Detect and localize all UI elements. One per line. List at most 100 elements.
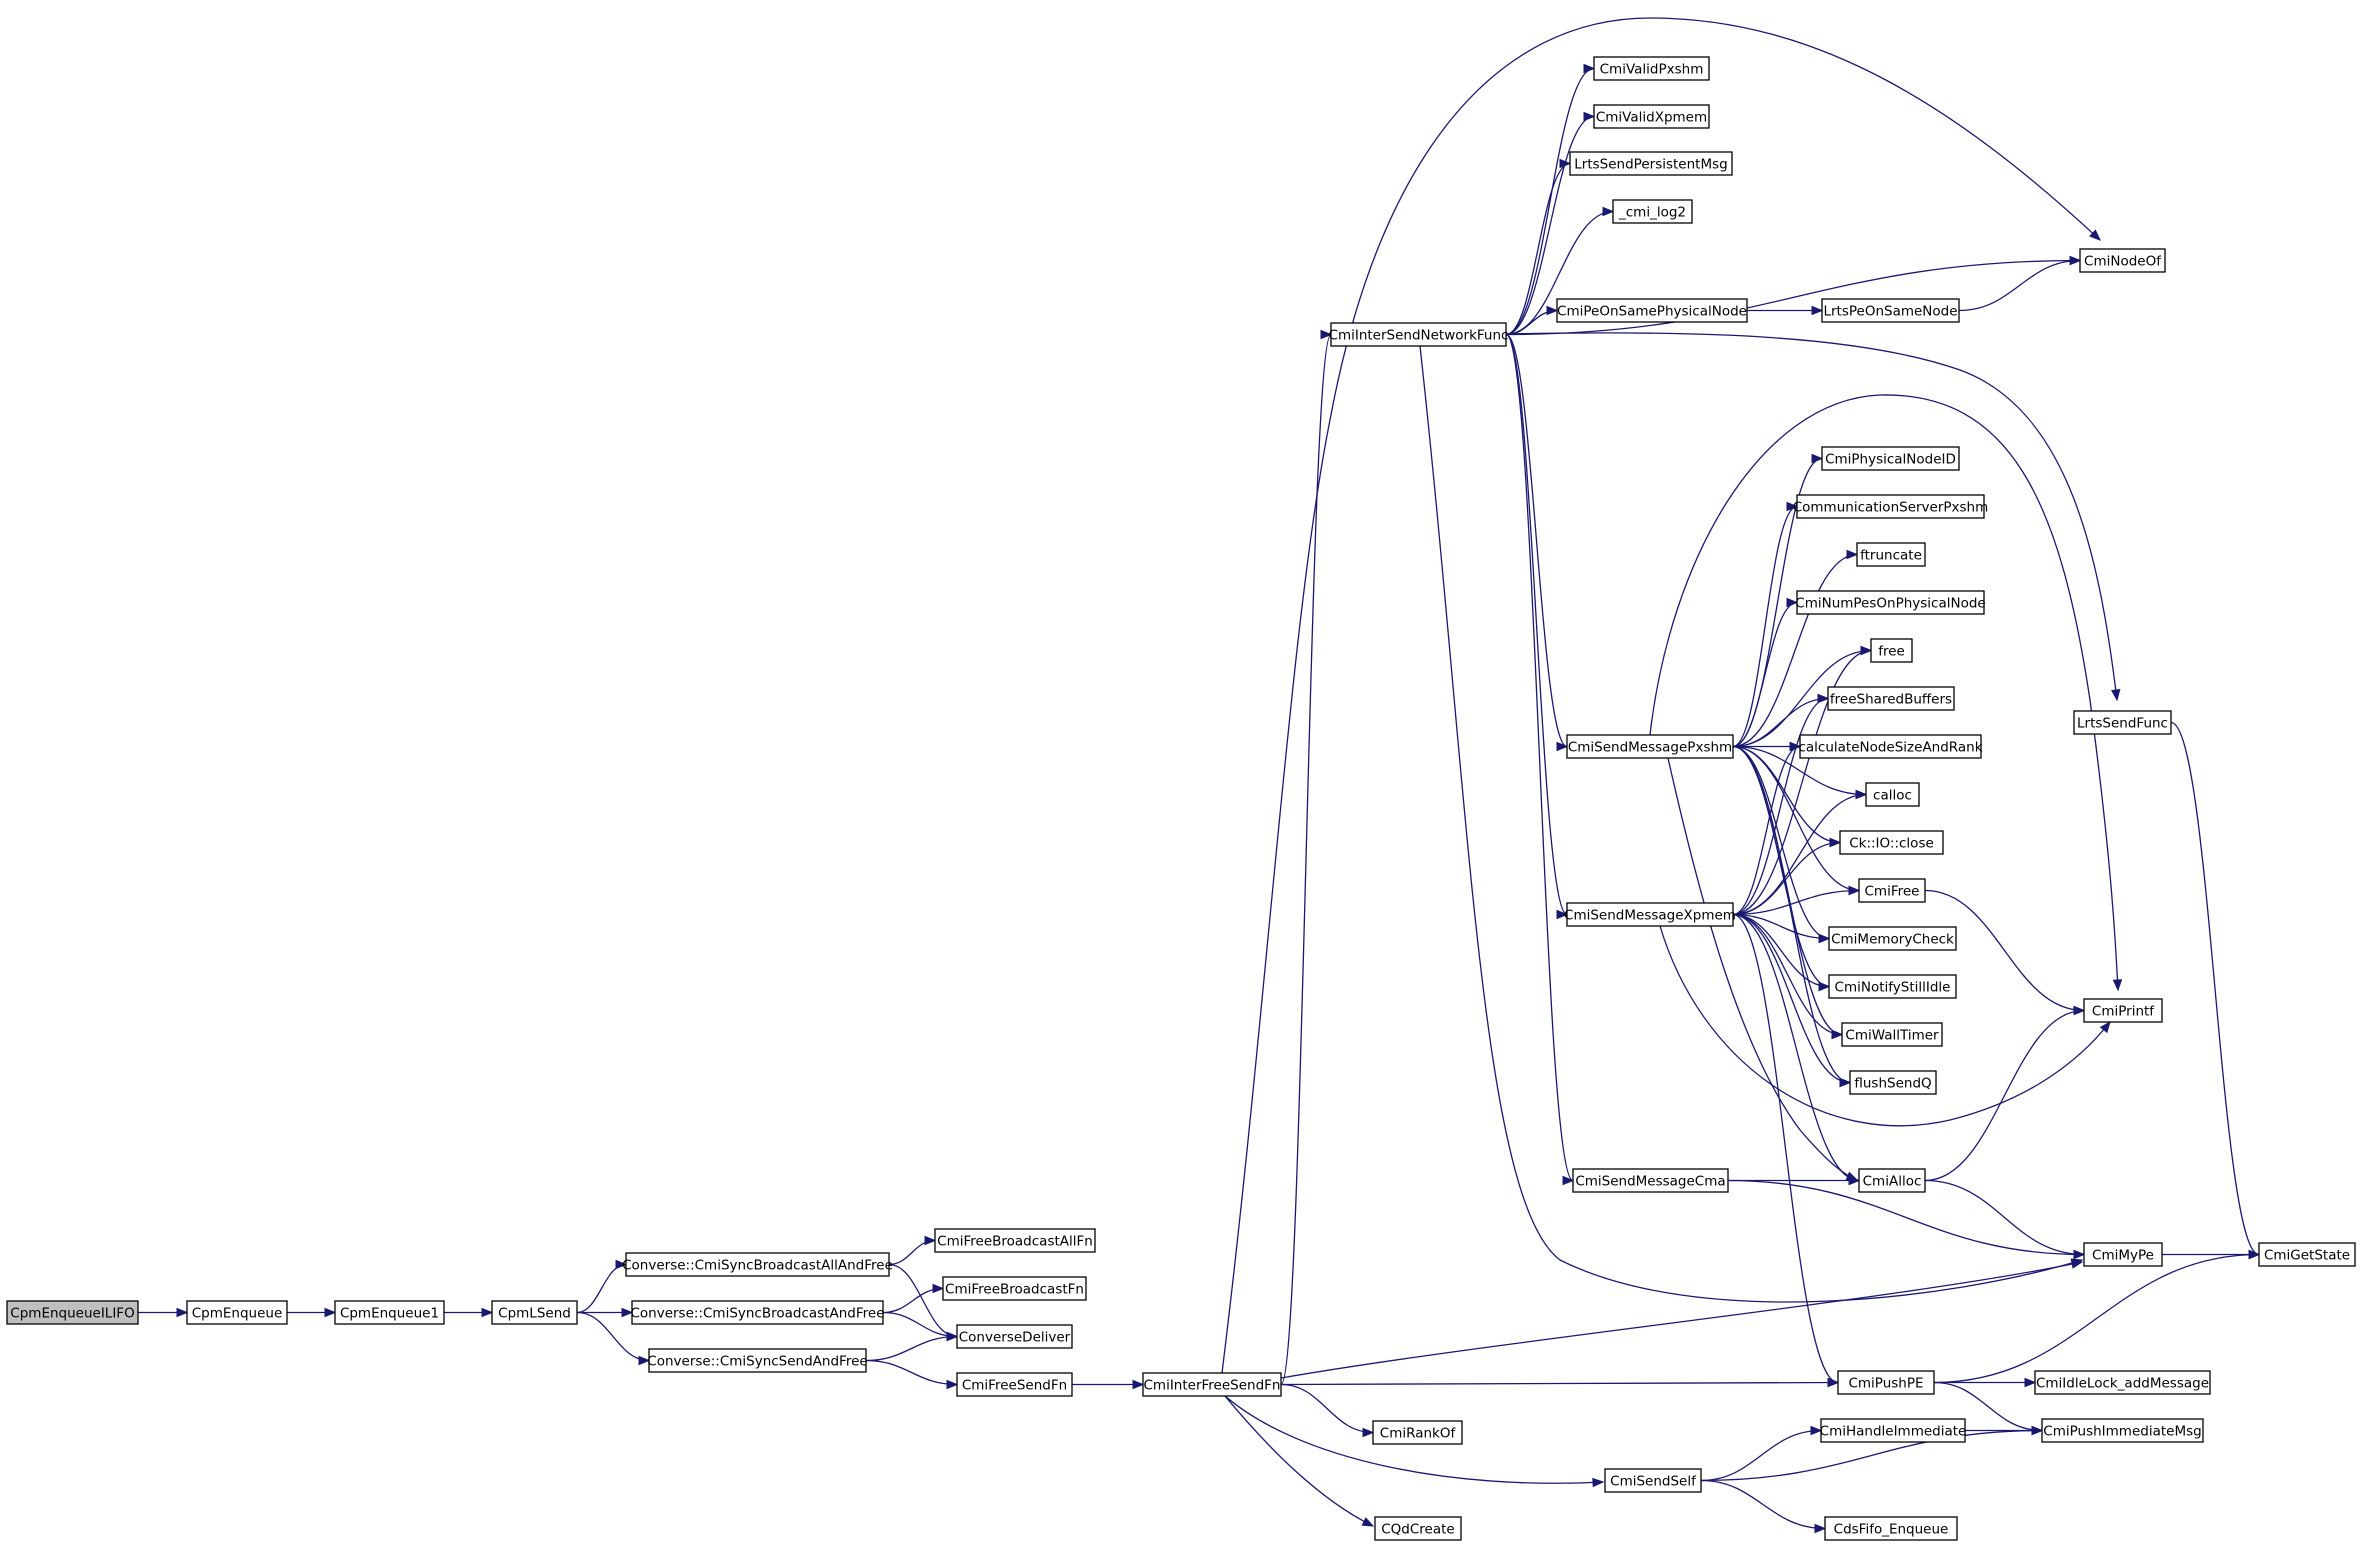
node-box-calloc[interactable]: [1865, 782, 1920, 807]
node-box-CmiMemoryCheck[interactable]: [1828, 926, 1957, 951]
node-box-CmiValidPxshm[interactable]: [1593, 56, 1710, 81]
node-CmiValidPxshm[interactable]: CmiValidPxshm: [1593, 56, 1710, 81]
node-box-CpmEnqueue1[interactable]: [334, 1300, 445, 1325]
node-box-SyncSendAndFree[interactable]: [648, 1348, 867, 1373]
node-CmiFreeBroadcastFn[interactable]: CmiFreeBroadcastFn: [942, 1276, 1087, 1301]
node-box-SyncBcastAndFree[interactable]: [631, 1300, 884, 1325]
node-CmiFreeBroadcastAllFn[interactable]: CmiFreeBroadcastAllFn: [934, 1228, 1096, 1253]
node-CmiPeOnSamePhysicalNode[interactable]: CmiPeOnSamePhysicalNode: [1556, 298, 1748, 323]
node-CpmEnqueue1[interactable]: CpmEnqueue1: [334, 1300, 445, 1325]
node-box-ConverseDeliver[interactable]: [956, 1324, 1073, 1349]
node-box-CmiHandleImmediate[interactable]: [1820, 1418, 1966, 1443]
node-box-CmiMyPe[interactable]: [2083, 1242, 2163, 1267]
node-box-CpmEnqueue[interactable]: [186, 1300, 288, 1325]
node-box-calculateNodeSizeAndRank[interactable]: [1799, 734, 1982, 759]
node-box-flushSendQ[interactable]: [1849, 1070, 1937, 1095]
node-calloc[interactable]: calloc: [1865, 782, 1920, 807]
node-box-CmiFree[interactable]: [1858, 878, 1926, 903]
node-freeSharedBuffers[interactable]: freeSharedBuffers: [1827, 686, 1955, 711]
node-box-CpmLSend[interactable]: [491, 1300, 578, 1325]
node-LrtsSendFunc[interactable]: LrtsSendFunc: [2073, 710, 2172, 735]
node-box-CdsFifo_Enqueue[interactable]: [1824, 1516, 1958, 1541]
node-CdsFifo_Enqueue[interactable]: CdsFifo_Enqueue: [1824, 1516, 1958, 1541]
node-CmiIdleLock_addMessage[interactable]: CmiIdleLock_addMessage: [2034, 1370, 2211, 1395]
node-ConverseDeliver[interactable]: ConverseDeliver: [956, 1324, 1073, 1349]
node-box-CQdCreate[interactable]: [1374, 1516, 1462, 1541]
node-CmiNodeOf[interactable]: CmiNodeOf: [2079, 248, 2166, 273]
node-box-CmiIdleLock_addMessage[interactable]: [2034, 1370, 2211, 1395]
node-box-CmiNotifyStillIdle[interactable]: [1828, 974, 1957, 999]
node-CmiFreeSendFn[interactable]: CmiFreeSendFn: [956, 1372, 1073, 1397]
node-box-CmiSendSelf[interactable]: [1604, 1468, 1702, 1493]
node-CmiHandleImmediate[interactable]: CmiHandleImmediate: [1820, 1418, 1967, 1443]
node-box-CmiWallTimer[interactable]: [1841, 1022, 1943, 1047]
node-box-CmiValidXpmem[interactable]: [1593, 104, 1710, 129]
node-CmiNotifyStillIdle[interactable]: CmiNotifyStillIdle: [1828, 974, 1957, 999]
node-SyncBcastAndFree[interactable]: Converse::CmiSyncBroadcastAndFree: [630, 1300, 885, 1325]
node-box-CpmEnqueueILIFO[interactable]: [6, 1300, 139, 1325]
node-CmiMemoryCheck[interactable]: CmiMemoryCheck: [1828, 926, 1957, 951]
node-LrtsSendPersistentMsg[interactable]: LrtsSendPersistentMsg: [1569, 151, 1733, 176]
node-box-freeSharedBuffers[interactable]: [1827, 686, 1955, 711]
node-box-LrtsPeOnSameNode[interactable]: [1821, 298, 1960, 323]
node-CkIOclose[interactable]: Ck::IO::close: [1839, 830, 1944, 855]
node-CmiPushPE[interactable]: CmiPushPE: [1837, 1370, 1935, 1395]
node-CmiInterSendNetworkFunc[interactable]: CmiInterSendNetworkFunc: [1329, 322, 1509, 347]
node-box-LrtsSendFunc[interactable]: [2073, 710, 2172, 735]
node-box-CmiAlloc[interactable]: [1858, 1168, 1926, 1193]
node-CmiPushImmediateMsg[interactable]: CmiPushImmediateMsg: [2041, 1418, 2204, 1443]
node-CmiValidXpmem[interactable]: CmiValidXpmem: [1593, 104, 1710, 129]
node-box-ftruncate[interactable]: [1856, 542, 1926, 567]
node-CmiRankOf[interactable]: CmiRankOf: [1372, 1420, 1463, 1445]
node-LrtsPeOnSameNode[interactable]: LrtsPeOnSameNode: [1821, 298, 1960, 323]
node-box-CmiFreeSendFn[interactable]: [956, 1372, 1073, 1397]
node-box-CmiPushImmediateMsg[interactable]: [2041, 1418, 2204, 1443]
node-CpmEnqueueILIFO[interactable]: CpmEnqueueILIFO: [6, 1300, 139, 1325]
node-SyncBcastAllAndFree[interactable]: Converse::CmiSyncBroadcastAllAndFree: [622, 1252, 893, 1277]
node-box-CmiGetState[interactable]: [2258, 1242, 2356, 1267]
node-CQdCreate[interactable]: CQdCreate: [1374, 1516, 1462, 1541]
node-box-CkIOclose[interactable]: [1839, 830, 1944, 855]
node-CmiMyPe[interactable]: CmiMyPe: [2083, 1242, 2163, 1267]
node-box-CmiInterFreeSendFn[interactable]: [1142, 1372, 1282, 1397]
node-CmiGetState[interactable]: CmiGetState: [2258, 1242, 2356, 1267]
node-calculateNodeSizeAndRank[interactable]: calculateNodeSizeAndRank: [1798, 734, 1983, 759]
node-CommunicationServerPxshm[interactable]: CommunicationServerPxshm: [1793, 494, 1989, 519]
node-cmi_log2[interactable]: _cmi_log2: [1612, 199, 1693, 224]
node-box-CmiInterSendNetworkFunc[interactable]: [1330, 322, 1507, 347]
node-CpmLSend[interactable]: CpmLSend: [491, 1300, 578, 1325]
node-CmiPrintf[interactable]: CmiPrintf: [2083, 998, 2163, 1023]
node-box-CmiSendMessageXpmem[interactable]: [1566, 902, 1734, 927]
node-CmiAlloc[interactable]: CmiAlloc: [1858, 1168, 1926, 1193]
node-box-CommunicationServerPxshm[interactable]: [1796, 494, 1985, 519]
node-box-CmiPhysicalNodeID[interactable]: [1821, 446, 1960, 471]
node-free[interactable]: free: [1870, 638, 1913, 663]
node-box-SyncBcastAllAndFree[interactable]: [625, 1252, 890, 1277]
node-CmiSendMessageXpmem[interactable]: CmiSendMessageXpmem: [1564, 902, 1736, 927]
node-box-LrtsSendPersistentMsg[interactable]: [1569, 151, 1733, 176]
node-box-CmiSendMessageCma[interactable]: [1572, 1168, 1729, 1193]
node-box-CmiPushPE[interactable]: [1837, 1370, 1935, 1395]
node-CmiWallTimer[interactable]: CmiWallTimer: [1841, 1022, 1943, 1047]
node-CmiInterFreeSendFn[interactable]: CmiInterFreeSendFn: [1142, 1372, 1282, 1397]
node-box-cmi_log2[interactable]: [1612, 199, 1693, 224]
node-box-CmiFreeBroadcastFn[interactable]: [942, 1276, 1087, 1301]
node-box-CmiFreeBroadcastAllFn[interactable]: [934, 1228, 1096, 1253]
node-ftruncate[interactable]: ftruncate: [1856, 542, 1926, 567]
node-box-CmiRankOf[interactable]: [1372, 1420, 1463, 1445]
node-CmiSendSelf[interactable]: CmiSendSelf: [1604, 1468, 1702, 1493]
node-CmiSendMessagePxshm[interactable]: CmiSendMessagePxshm: [1566, 734, 1734, 759]
node-CmiPhysicalNodeID[interactable]: CmiPhysicalNodeID: [1821, 446, 1960, 471]
node-box-free[interactable]: [1870, 638, 1913, 663]
node-box-CmiNodeOf[interactable]: [2079, 248, 2166, 273]
node-CmiNumPesOnPhysicalNode[interactable]: CmiNumPesOnPhysicalNode: [1795, 590, 1986, 615]
node-CmiSendMessageCma[interactable]: CmiSendMessageCma: [1572, 1168, 1729, 1193]
node-box-CmiPeOnSamePhysicalNode[interactable]: [1556, 298, 1748, 323]
node-CpmEnqueue[interactable]: CpmEnqueue: [186, 1300, 288, 1325]
node-SyncSendAndFree[interactable]: Converse::CmiSyncSendAndFree: [647, 1348, 868, 1373]
node-box-CmiNumPesOnPhysicalNode[interactable]: [1796, 590, 1985, 615]
node-box-CmiPrintf[interactable]: [2083, 998, 2163, 1023]
node-flushSendQ[interactable]: flushSendQ: [1849, 1070, 1937, 1095]
node-box-CmiSendMessagePxshm[interactable]: [1566, 734, 1734, 759]
node-CmiFree[interactable]: CmiFree: [1858, 878, 1926, 903]
